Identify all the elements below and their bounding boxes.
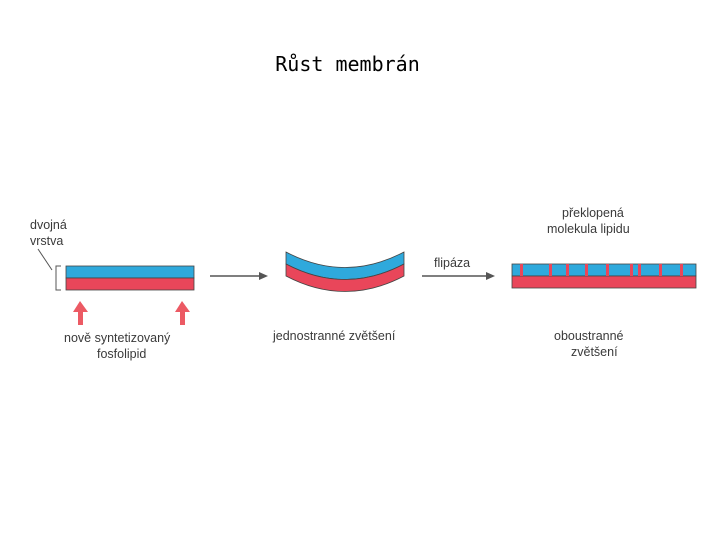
grown-bilayer-outer-layer [511, 263, 697, 277]
flipped-lipid-label-line2: molekula lipidu [547, 222, 630, 236]
curved-bilayer-inner-layer [285, 263, 405, 292]
flat-bilayer-outer-layer [65, 265, 195, 279]
bilayer-label-line2: vrstva [30, 234, 64, 248]
transition-arrow-1 [210, 272, 268, 280]
new-lipid-label-line1: nově syntetizovaný [64, 331, 171, 345]
bilayer-bracket [55, 265, 61, 291]
flipped-lipid-label-line1: překlopená [562, 206, 624, 220]
two-sided-growth-label-line2: zvětšení [571, 345, 618, 359]
one-sided-growth-label: jednostranné zvětšení [273, 329, 396, 343]
flipped-lipid-marks [520, 264, 683, 276]
flat-bilayer [65, 265, 195, 291]
grown-bilayer-inner-layer [511, 275, 697, 289]
new-lipid-label-line2: fosfolipid [97, 347, 147, 361]
grown-bilayer [511, 263, 697, 289]
flippase-arrow [422, 272, 495, 280]
curved-bilayer [285, 251, 405, 292]
page-title: Růst membrán [275, 52, 420, 76]
bilayer-label-line1: dvojná [30, 218, 67, 232]
flat-bilayer-inner-layer [65, 277, 195, 291]
new-lipid-arrow-right [175, 301, 190, 325]
bilayer-pointer-line [37, 248, 53, 271]
flippase-label: flipáza [434, 256, 471, 270]
two-sided-growth-label-line1: oboustranné [554, 329, 624, 343]
new-lipid-arrow-left [73, 301, 88, 325]
